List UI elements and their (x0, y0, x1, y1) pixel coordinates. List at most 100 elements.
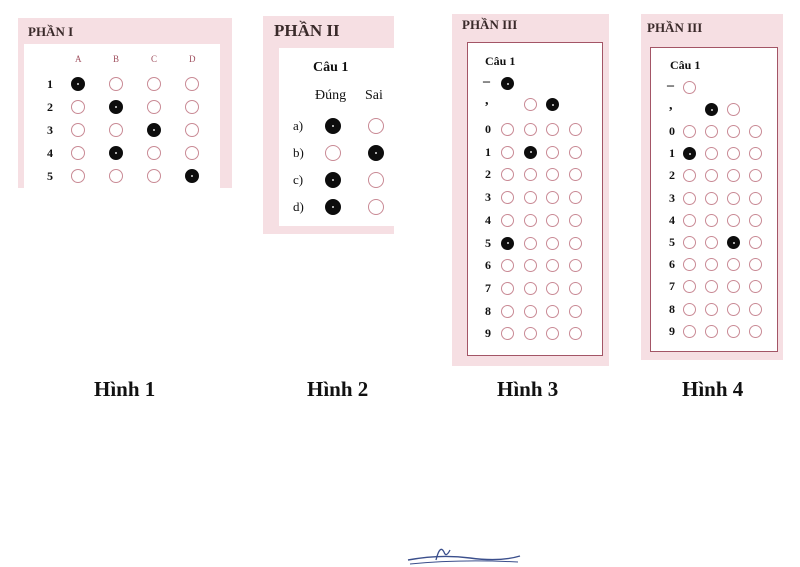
digit-bubble[interactable] (546, 168, 559, 182)
digit-bubble[interactable] (705, 302, 718, 316)
answer-bubble[interactable] (71, 100, 85, 114)
digit-bubble[interactable] (501, 191, 514, 205)
digit-bubble[interactable] (749, 258, 762, 272)
digit-bubble[interactable] (546, 213, 559, 227)
digit-bubble[interactable] (546, 281, 559, 295)
true-false-bubble[interactable] (368, 145, 384, 161)
digit-bubble[interactable] (524, 191, 537, 205)
answer-bubble[interactable] (185, 77, 199, 91)
digit-bubble[interactable] (569, 191, 582, 205)
answer-bubble[interactable] (185, 123, 199, 137)
digit-bubble[interactable] (749, 236, 762, 249)
digit-bubble[interactable] (705, 258, 718, 272)
answer-bubble[interactable] (147, 77, 161, 91)
digit-bubble[interactable] (546, 236, 559, 250)
comma-bubble[interactable] (546, 98, 559, 111)
digit-bubble[interactable] (524, 259, 537, 273)
digit-bubble[interactable] (727, 280, 740, 294)
answer-bubble[interactable] (185, 100, 199, 114)
digit-bubble[interactable] (501, 236, 514, 250)
digit-bubble[interactable] (727, 147, 740, 161)
answer-bubble[interactable] (71, 169, 85, 183)
digit-bubble[interactable] (683, 324, 696, 338)
digit-bubble[interactable] (546, 259, 559, 273)
digit-bubble[interactable] (569, 259, 582, 273)
true-false-bubble[interactable] (368, 118, 384, 134)
minus-bubble[interactable] (683, 81, 696, 94)
comma-bubble[interactable] (705, 103, 718, 116)
answer-bubble[interactable] (109, 169, 123, 183)
digit-bubble[interactable] (683, 191, 696, 205)
digit-bubble[interactable] (705, 169, 718, 183)
digit-bubble[interactable] (749, 125, 762, 138)
digit-bubble[interactable] (749, 169, 762, 183)
digit-bubble[interactable] (683, 125, 696, 138)
digit-bubble[interactable] (683, 147, 696, 161)
digit-bubble[interactable] (524, 304, 537, 318)
digit-bubble[interactable] (749, 324, 762, 338)
digit-bubble[interactable] (727, 169, 740, 183)
digit-bubble[interactable] (705, 280, 718, 294)
answer-bubble[interactable] (185, 146, 199, 160)
digit-bubble[interactable] (501, 259, 514, 273)
digit-bubble[interactable] (705, 213, 718, 227)
digit-bubble[interactable] (569, 168, 582, 182)
digit-bubble[interactable] (683, 258, 696, 272)
answer-bubble[interactable] (109, 100, 123, 114)
digit-bubble[interactable] (705, 125, 718, 138)
answer-bubble[interactable] (185, 169, 199, 183)
digit-bubble[interactable] (546, 145, 559, 159)
digit-bubble[interactable] (524, 327, 537, 341)
digit-bubble[interactable] (546, 304, 559, 318)
digit-bubble[interactable] (569, 281, 582, 295)
minus-bubble[interactable] (501, 77, 514, 90)
true-false-bubble[interactable] (368, 199, 384, 215)
digit-bubble[interactable] (501, 168, 514, 182)
true-false-bubble[interactable] (325, 199, 341, 215)
digit-bubble[interactable] (705, 324, 718, 338)
digit-bubble[interactable] (727, 213, 740, 227)
answer-bubble[interactable] (71, 77, 85, 91)
digit-bubble[interactable] (524, 281, 537, 295)
digit-bubble[interactable] (683, 302, 696, 316)
digit-bubble[interactable] (524, 236, 537, 250)
answer-bubble[interactable] (109, 123, 123, 137)
comma-bubble[interactable] (727, 103, 740, 116)
digit-bubble[interactable] (727, 324, 740, 338)
digit-bubble[interactable] (683, 213, 696, 227)
digit-bubble[interactable] (524, 213, 537, 227)
digit-bubble[interactable] (501, 145, 514, 159)
digit-bubble[interactable] (501, 213, 514, 227)
digit-bubble[interactable] (501, 327, 514, 341)
comma-bubble[interactable] (524, 98, 537, 111)
digit-bubble[interactable] (727, 302, 740, 316)
answer-bubble[interactable] (147, 123, 161, 137)
true-false-bubble[interactable] (325, 172, 341, 188)
digit-bubble[interactable] (727, 236, 740, 249)
digit-bubble[interactable] (501, 281, 514, 295)
digit-bubble[interactable] (546, 327, 559, 341)
digit-bubble[interactable] (683, 236, 696, 249)
answer-bubble[interactable] (71, 123, 85, 137)
digit-bubble[interactable] (705, 236, 718, 249)
answer-bubble[interactable] (109, 77, 123, 91)
digit-bubble[interactable] (683, 280, 696, 294)
digit-bubble[interactable] (569, 304, 582, 318)
digit-bubble[interactable] (546, 191, 559, 205)
digit-bubble[interactable] (705, 147, 718, 161)
digit-bubble[interactable] (546, 123, 559, 136)
digit-bubble[interactable] (727, 258, 740, 272)
digit-bubble[interactable] (569, 236, 582, 250)
answer-bubble[interactable] (147, 146, 161, 160)
true-false-bubble[interactable] (325, 118, 341, 134)
answer-bubble[interactable] (71, 146, 85, 160)
digit-bubble[interactable] (524, 145, 537, 159)
true-false-bubble[interactable] (368, 172, 384, 188)
digit-bubble[interactable] (749, 213, 762, 227)
digit-bubble[interactable] (749, 280, 762, 294)
digit-bubble[interactable] (524, 168, 537, 182)
answer-bubble[interactable] (147, 169, 161, 183)
digit-bubble[interactable] (749, 302, 762, 316)
answer-bubble[interactable] (109, 146, 123, 160)
digit-bubble[interactable] (705, 191, 718, 205)
